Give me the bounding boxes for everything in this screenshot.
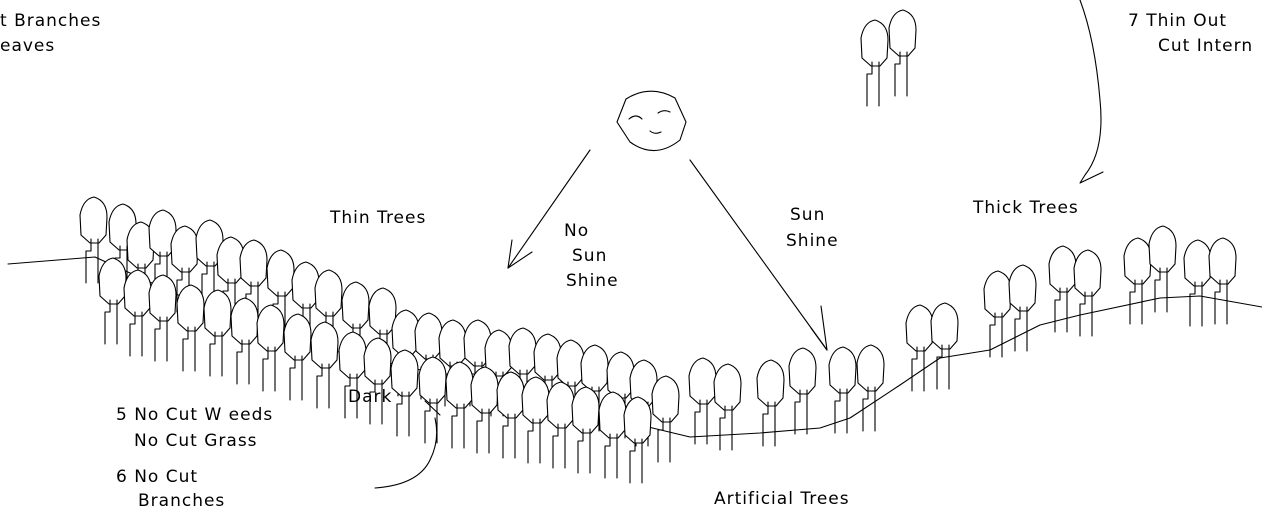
tree-icon xyxy=(521,376,550,464)
tree-icon xyxy=(283,313,312,401)
tree-icon xyxy=(390,349,419,437)
tree-group xyxy=(79,9,1237,484)
tree-icon xyxy=(888,9,917,97)
no-cut-grass-label: No Cut Grass xyxy=(134,431,258,451)
tree-icon xyxy=(713,363,742,451)
tree-icon xyxy=(1208,237,1237,325)
tree-icon xyxy=(651,375,680,463)
tree-icon xyxy=(195,219,224,307)
cut-leaves-label: eaves xyxy=(0,36,56,56)
tree-icon xyxy=(756,359,785,447)
tree-icon xyxy=(310,321,339,409)
tree-icon xyxy=(828,346,857,434)
tree-icon xyxy=(1123,237,1152,325)
tree-icon xyxy=(856,344,885,432)
tree-icon xyxy=(788,347,817,435)
tree-icon xyxy=(546,381,575,469)
thin-out-label: 7 Thin Out xyxy=(1128,11,1228,31)
tree-icon xyxy=(1073,249,1102,337)
tree-icon xyxy=(176,284,205,372)
tree-icon xyxy=(470,366,499,454)
tree-icon xyxy=(905,304,934,392)
no-cut-arrow-icon xyxy=(374,400,441,489)
tree-icon xyxy=(623,396,652,484)
tree-icon xyxy=(266,249,295,337)
tree-icon xyxy=(256,304,285,392)
sun-shine-label: Shine xyxy=(786,231,839,251)
no-cut-weeds-label: 5 No Cut W eeds xyxy=(116,405,274,425)
tree-icon xyxy=(1183,239,1212,327)
tree-icon xyxy=(688,357,717,445)
no-sun-label: Sun xyxy=(572,246,608,266)
artificial-trees-label: Artificial Trees xyxy=(714,489,850,509)
tree-icon xyxy=(418,356,447,444)
tree-icon xyxy=(98,257,127,345)
tree-icon xyxy=(445,361,474,449)
cut-branches-label: t Branches xyxy=(0,11,102,31)
tree-icon xyxy=(860,19,889,107)
tree-icon xyxy=(230,297,259,385)
tree-icon xyxy=(79,196,108,284)
tree-icon xyxy=(1148,225,1177,313)
tree-icon xyxy=(123,269,152,357)
tree-icon xyxy=(1008,264,1037,352)
smiling-sun-face-icon xyxy=(616,90,687,152)
no-label: No xyxy=(564,221,590,241)
tree-icon xyxy=(629,359,658,447)
no-cut-label: 6 No Cut xyxy=(116,467,199,487)
tree-icon xyxy=(983,270,1012,358)
no-sun-shine-label: Shine xyxy=(566,271,619,291)
no-sun-shine-arrow-icon xyxy=(507,149,591,269)
thin-out-arrow-icon xyxy=(1079,0,1104,184)
tree-icon xyxy=(598,391,627,479)
thin-trees-label: Thin Trees xyxy=(330,208,427,228)
sun-shine-arrow-icon xyxy=(689,159,828,351)
cut-intern-label: Cut Intern xyxy=(1158,36,1254,56)
tree-icon xyxy=(571,386,600,474)
tree-icon xyxy=(148,274,177,362)
tree-icon xyxy=(203,289,232,377)
tree-icon xyxy=(496,371,525,459)
thick-trees-label: Thick Trees xyxy=(973,198,1079,218)
branches-label: Branches xyxy=(138,491,226,511)
sun-label: Sun xyxy=(790,205,826,225)
tree-icon xyxy=(363,337,392,425)
dark-label: Dark xyxy=(348,387,393,407)
tree-icon xyxy=(930,302,959,390)
